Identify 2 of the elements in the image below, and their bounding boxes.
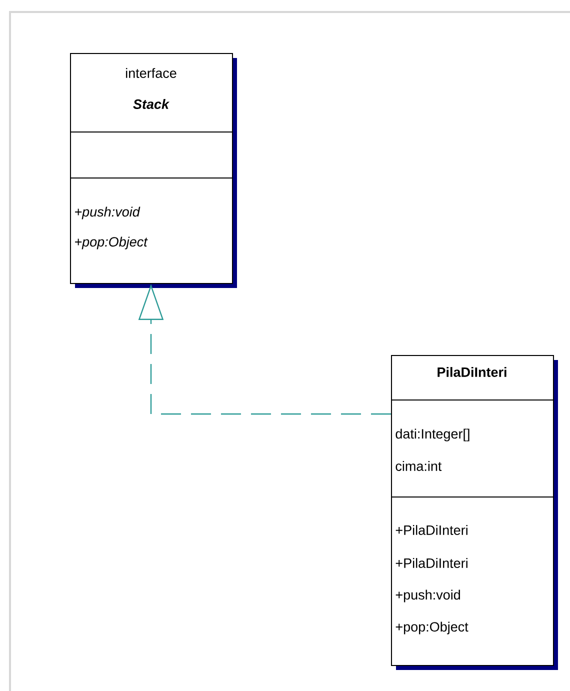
class-box: PilaDiInteri dati:Integer[] cima:int +PilaDiInteri +PilaDiInteri +push:void +pop:Object <box>390 355 558 670</box>
class-box: interface Stack +push:void +pop:Object <box>70 53 237 288</box>
